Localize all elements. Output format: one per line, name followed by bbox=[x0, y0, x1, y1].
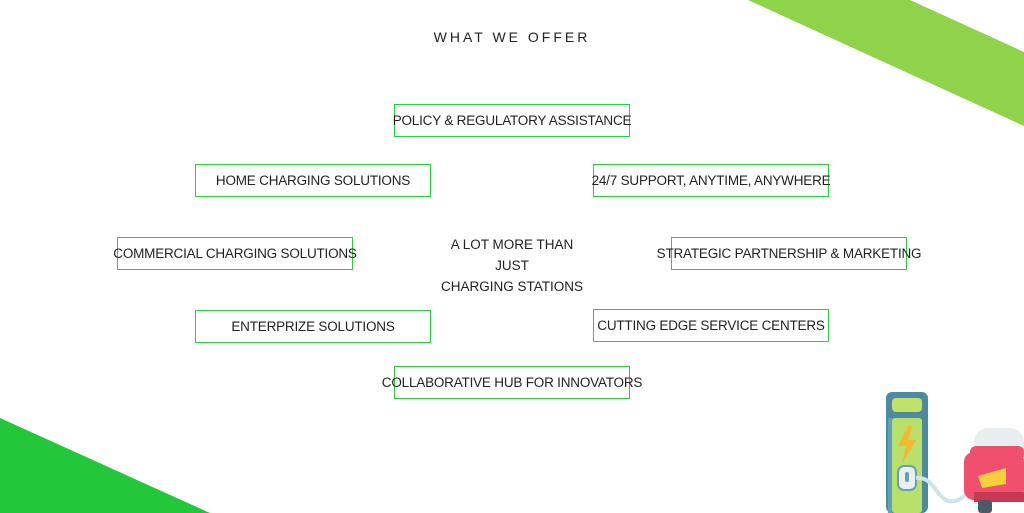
ev-charger-icon bbox=[886, 392, 1024, 513]
offer-strategic-partnership[interactable]: STRATEGIC PARTNERSHIP & MARKETING bbox=[657, 237, 922, 270]
top-right-green-stripe bbox=[748, 0, 1024, 126]
center-tagline: A LOT MORE THAN JUST CHARGING STATIONS bbox=[432, 234, 592, 297]
offer-collaborative-hub[interactable]: COLLABORATIVE HUB FOR INNOVATORS bbox=[382, 366, 642, 399]
bottom-left-green-triangle bbox=[0, 418, 210, 513]
section-heading: WHAT WE OFFER bbox=[433, 29, 591, 45]
center-tagline-line2: CHARGING STATIONS bbox=[440, 279, 583, 294]
electric-car-icon bbox=[964, 428, 1024, 513]
offer-home-charging[interactable]: HOME CHARGING SOLUTIONS bbox=[195, 164, 431, 197]
offer-enterprise[interactable]: ENTERPRIZE SOLUTIONS bbox=[195, 310, 431, 343]
offer-service-centers[interactable]: CUTTING EDGE SERVICE CENTERS bbox=[593, 309, 829, 342]
offer-commercial-charging[interactable]: COMMERCIAL CHARGING SOLUTIONS bbox=[113, 237, 357, 270]
offer-policy-regulatory[interactable]: POLICY & REGULATORY ASSISTANCE bbox=[393, 104, 631, 137]
offer-support[interactable]: 24/7 SUPPORT, ANYTIME, ANYWHERE bbox=[592, 164, 831, 197]
center-tagline-line1: A LOT MORE THAN JUST bbox=[450, 237, 574, 273]
